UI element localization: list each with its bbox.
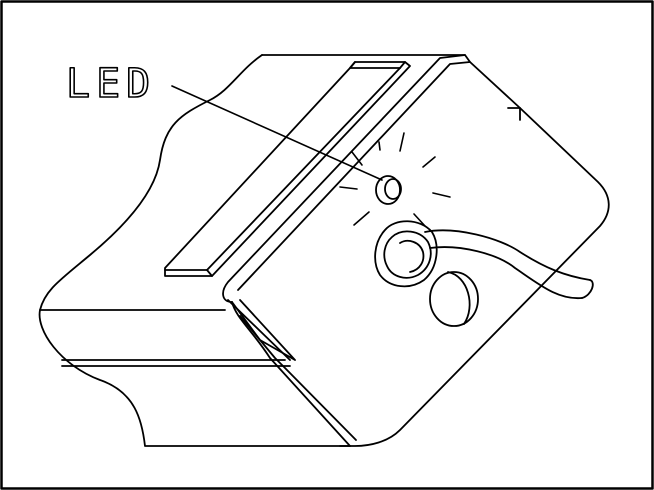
lower-shelf: [39, 309, 291, 367]
rail: [164, 61, 411, 277]
front-face-diagonal: [227, 299, 291, 361]
box-front-face: [231, 299, 296, 361]
cable: [424, 229, 594, 299]
led-callout-label: LED: [66, 61, 156, 107]
box-right-face: [339, 107, 610, 447]
cable-connector-icon: [374, 220, 438, 288]
led-icon: [375, 175, 402, 205]
callout-leader-line: [171, 85, 383, 181]
box-lower-bevel: [231, 301, 351, 447]
box-lower-bevel-inner: [239, 315, 357, 441]
box-top-edge-inner: [237, 61, 471, 291]
port-icon: [429, 271, 479, 327]
backing-plate-notch: [507, 107, 521, 121]
backing-plate: [261, 54, 521, 109]
